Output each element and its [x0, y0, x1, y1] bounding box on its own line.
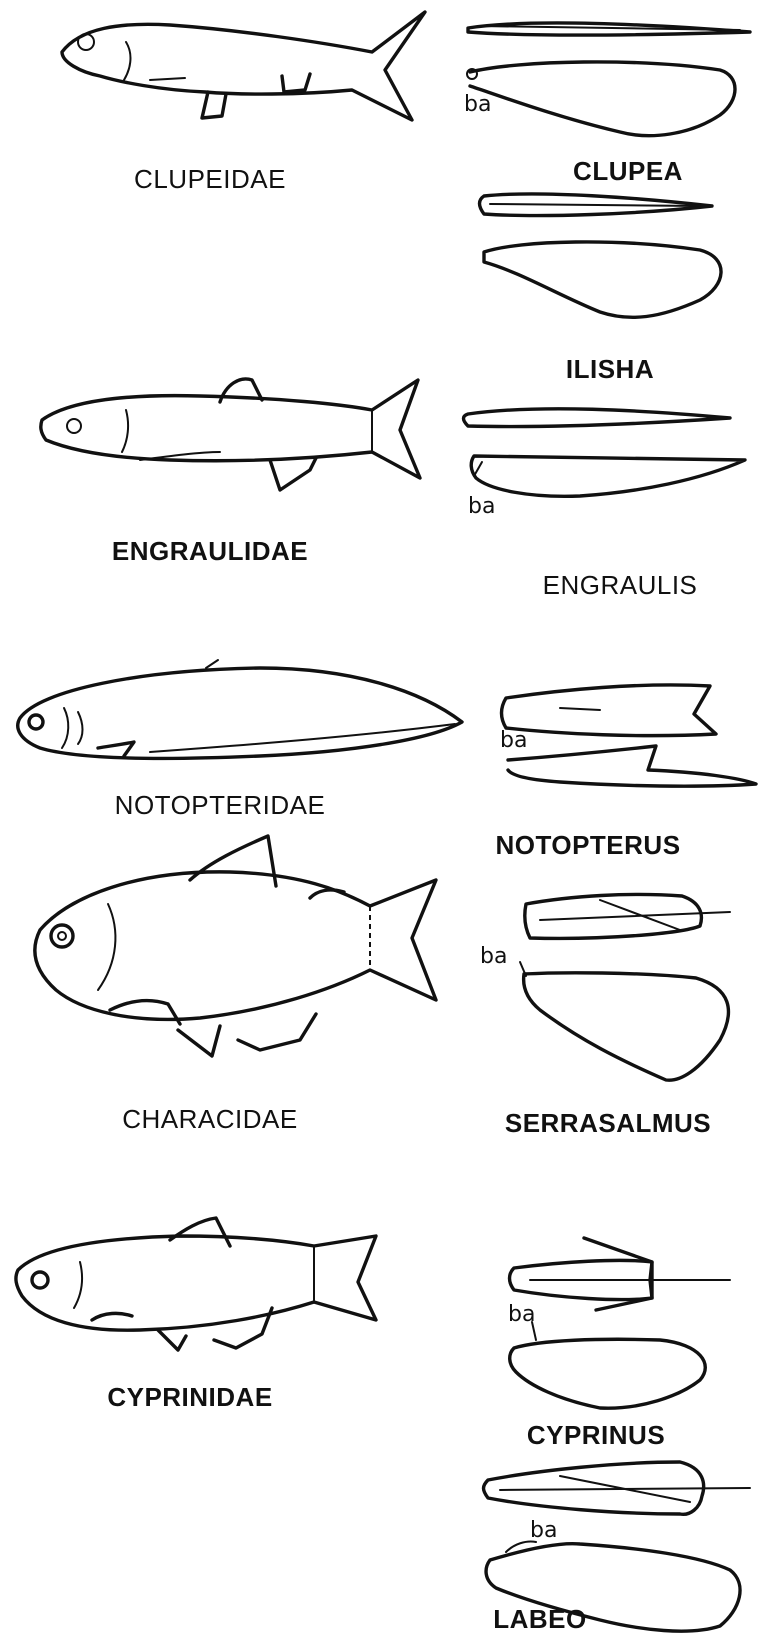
- ba-marker-serrasalmus: ba: [480, 944, 507, 969]
- engraulis-swim-bladder: [464, 409, 746, 497]
- genus-label-ilisha: ILISHA: [566, 354, 654, 385]
- ilisha-swim-bladder: [480, 194, 722, 317]
- notopterus-swim-bladder: [502, 685, 757, 786]
- family-label-engraulidae: ENGRAULIDAE: [112, 536, 308, 567]
- serrasalmus-swim-bladder: [520, 894, 730, 1080]
- genus-label-notopterus: NOTOPTERUS: [495, 830, 680, 861]
- genus-label-serrasalmus: SERRASALMUS: [505, 1108, 711, 1139]
- clupea-swim-bladder: [467, 23, 750, 136]
- ba-marker-engraulis: ba: [468, 494, 495, 519]
- cyprinus-swim-bladder: [510, 1238, 731, 1408]
- genus-label-labeo: LABEO: [493, 1604, 587, 1635]
- genus-label-engraulis: ENGRAULIS: [543, 570, 698, 601]
- engraulidae-fish: [41, 379, 420, 490]
- genus-label-clupea: CLUPEA: [573, 156, 683, 187]
- notopteridae-fish: [18, 660, 462, 758]
- genus-label-cyprinus: CYPRINUS: [527, 1420, 665, 1451]
- ba-marker-notopterus: ba: [500, 728, 527, 753]
- ba-marker-cyprinus: ba: [508, 1302, 535, 1327]
- ba-marker-clupea: ba: [464, 92, 491, 117]
- family-label-clupeidae: CLUPEIDAE: [134, 164, 286, 195]
- clupeidae-fish: [62, 12, 425, 120]
- characidae-fish: [35, 836, 436, 1056]
- family-label-characidae: CHARACIDAE: [122, 1104, 297, 1135]
- ba-marker-labeo: ba: [530, 1518, 557, 1543]
- cyprinidae-fish: [16, 1218, 376, 1350]
- family-label-cyprinidae: CYPRINIDAE: [107, 1382, 272, 1413]
- family-label-notopteridae: NOTOPTERIDAE: [115, 790, 326, 821]
